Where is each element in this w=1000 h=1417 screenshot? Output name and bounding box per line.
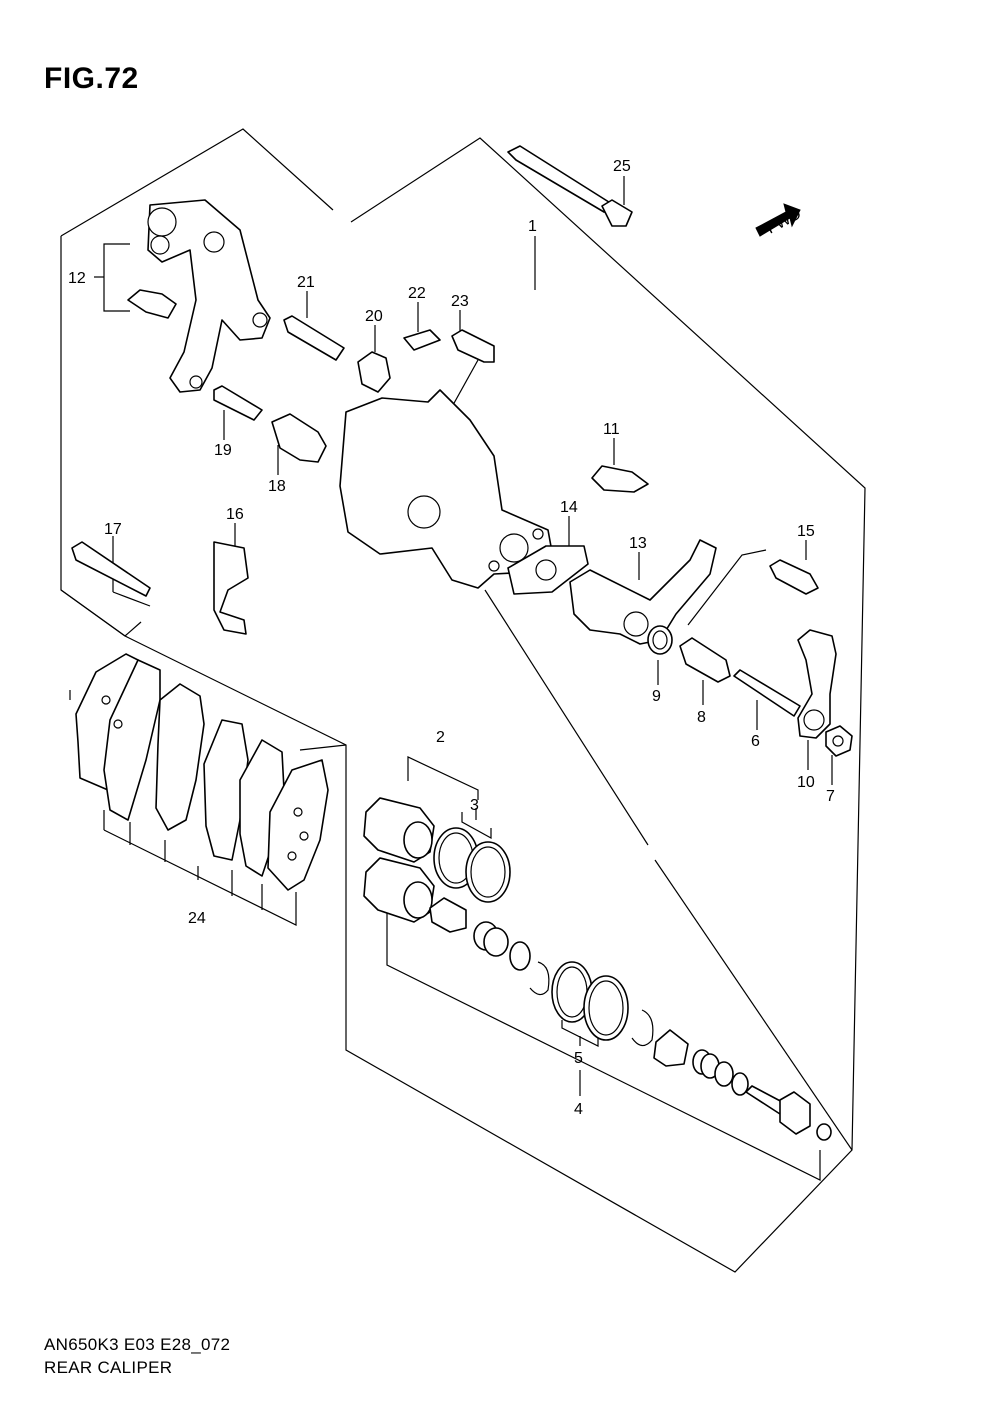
callout-13: 13 [629,535,647,552]
callout-3: 3 [470,797,479,814]
pin-19 [213,385,263,421]
assembly-outline [60,128,866,1273]
callout-21: 21 [297,274,315,291]
callout-8: 8 [697,709,706,726]
callout-2: 2 [436,729,445,746]
bolt-15 [769,559,819,595]
callout-18: 18 [268,478,286,495]
callout-19: 19 [214,442,232,459]
boot-20 [357,351,391,393]
figure-title: FIG.72 [44,62,139,95]
o-ring-9 [647,625,673,655]
callout-12: 12 [68,270,86,287]
gasket-14 [507,545,589,595]
pad-spring-16 [213,541,249,635]
caliper-bracket [147,199,271,393]
callout-14: 14 [560,499,578,516]
callout-24: 24 [188,910,206,927]
screw-6 [733,669,801,717]
callout-25: 25 [613,158,631,175]
piston-kit-4 [429,897,832,1141]
callout-22: 22 [408,285,426,302]
spring-11 [591,465,649,493]
pistons-2 [363,797,435,923]
bolt-25 [507,145,633,227]
callout-20: 20 [365,308,383,325]
callout-6: 6 [751,733,760,750]
callout-4: 4 [574,1101,583,1118]
callout-17: 17 [104,521,122,538]
nut-7 [825,725,853,757]
lever-13 [569,539,717,645]
callout-labels: 1 2 3 4 5 6 7 8 9 10 11 12 13 14 15 16 1… [68,158,835,1118]
callout-16: 16 [226,506,244,523]
seals-3 [433,827,511,903]
adjuster-8 [679,637,731,683]
pin-17 [71,541,151,597]
leader-lines [69,176,853,1181]
callout-10: 10 [797,774,815,791]
bracket-clip [127,289,177,319]
pin-21 [283,315,345,361]
arm-10 [797,629,837,739]
callout-5: 5 [574,1050,583,1067]
callout-11: 11 [603,421,620,438]
model-code: AN650K3 E03 E28_072 [44,1335,231,1354]
diagram-caption: REAR CALIPER [44,1358,173,1377]
fwd-label: FWD [764,205,804,237]
brake-pads-24 [75,653,329,891]
callout-9: 9 [652,688,661,705]
cap-23 [451,329,495,363]
callout-7: 7 [826,788,835,805]
caliper-body [339,389,553,589]
boot-18 [271,413,327,463]
bleeder-22 [403,329,441,351]
callout-1: 1 [528,218,537,235]
fwd-arrow-icon: FWD [755,203,804,238]
callout-23: 23 [451,293,469,310]
callout-15: 15 [797,523,815,540]
